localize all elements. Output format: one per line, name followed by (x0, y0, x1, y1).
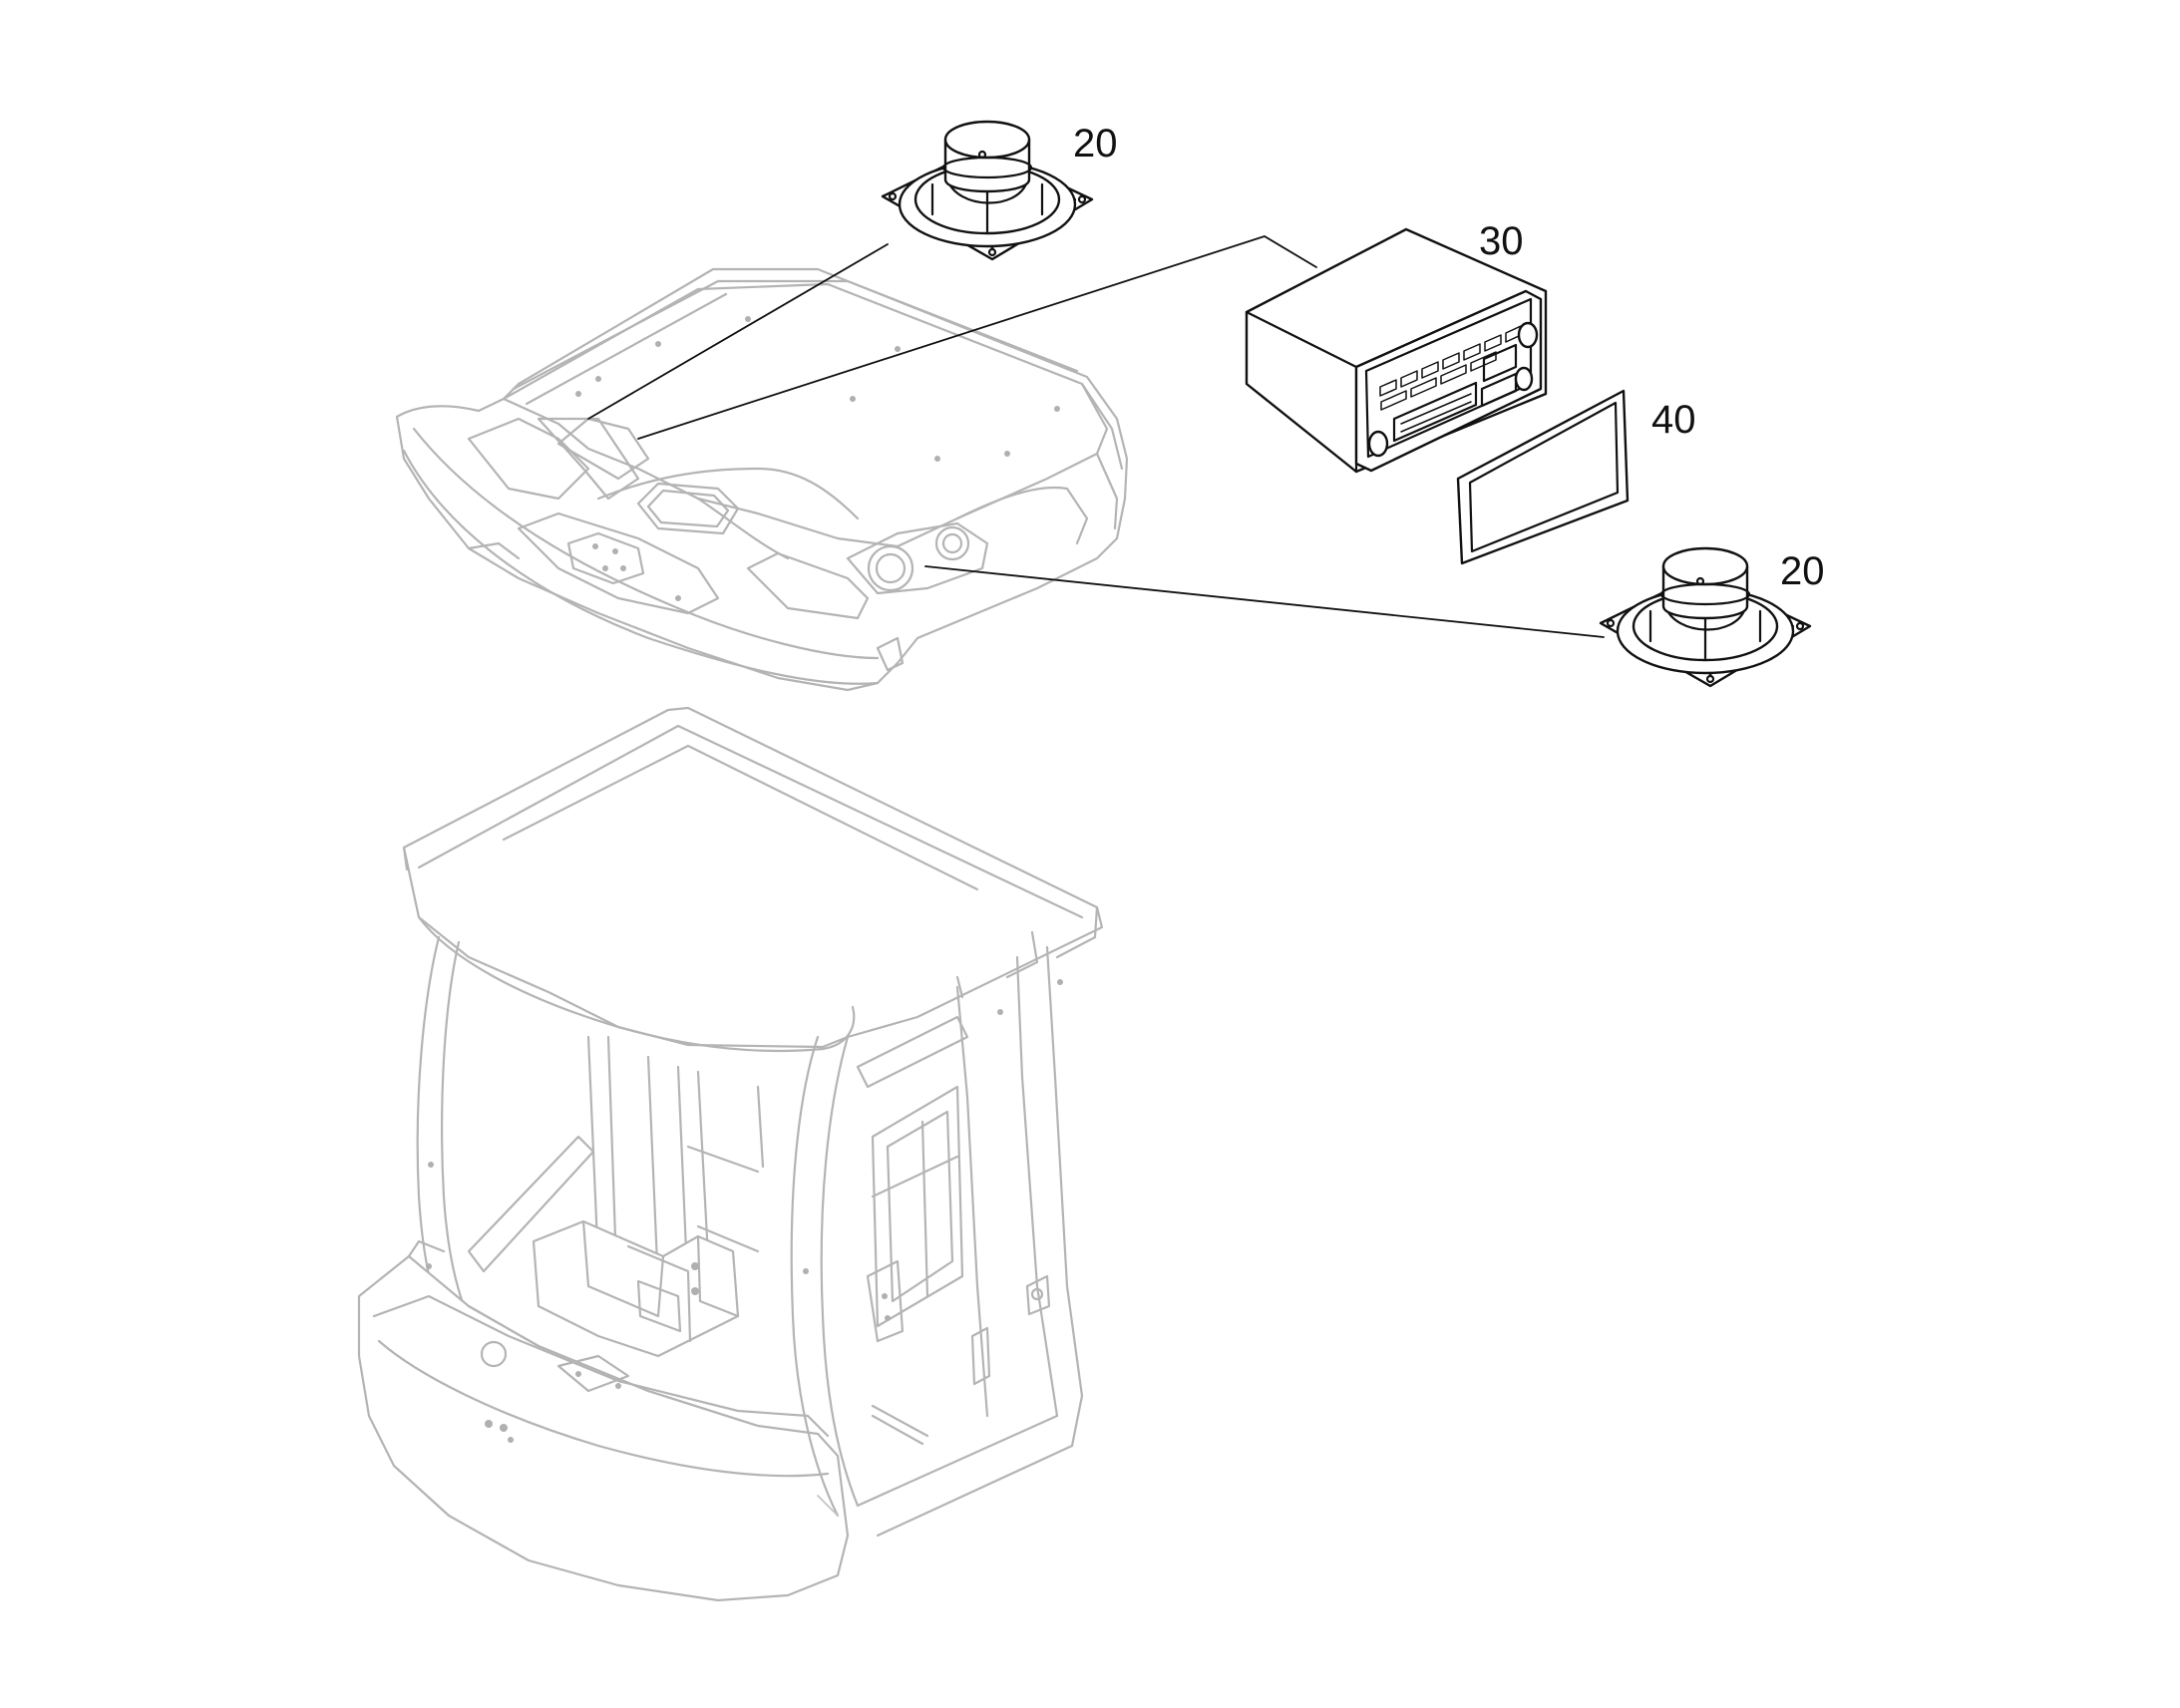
callout-radio: 30 (1479, 219, 1524, 263)
callout-frame: 40 (1651, 398, 1696, 442)
leader-speaker-lower (924, 565, 1605, 638)
leader-speaker-upper (587, 243, 889, 420)
speaker-upper (881, 120, 1094, 261)
cab-frame (357, 706, 1104, 1602)
radio-trim-frame (1456, 389, 1630, 565)
leader-radio (637, 235, 1317, 440)
roof-headliner-panel (395, 267, 1129, 692)
leader-lines (587, 235, 1605, 638)
radio-unit (1245, 227, 1548, 474)
callout-speaker-upper: 20 (1073, 122, 1118, 166)
callout-speaker-lower: 20 (1780, 549, 1825, 593)
speaker-lower (1599, 546, 1812, 688)
